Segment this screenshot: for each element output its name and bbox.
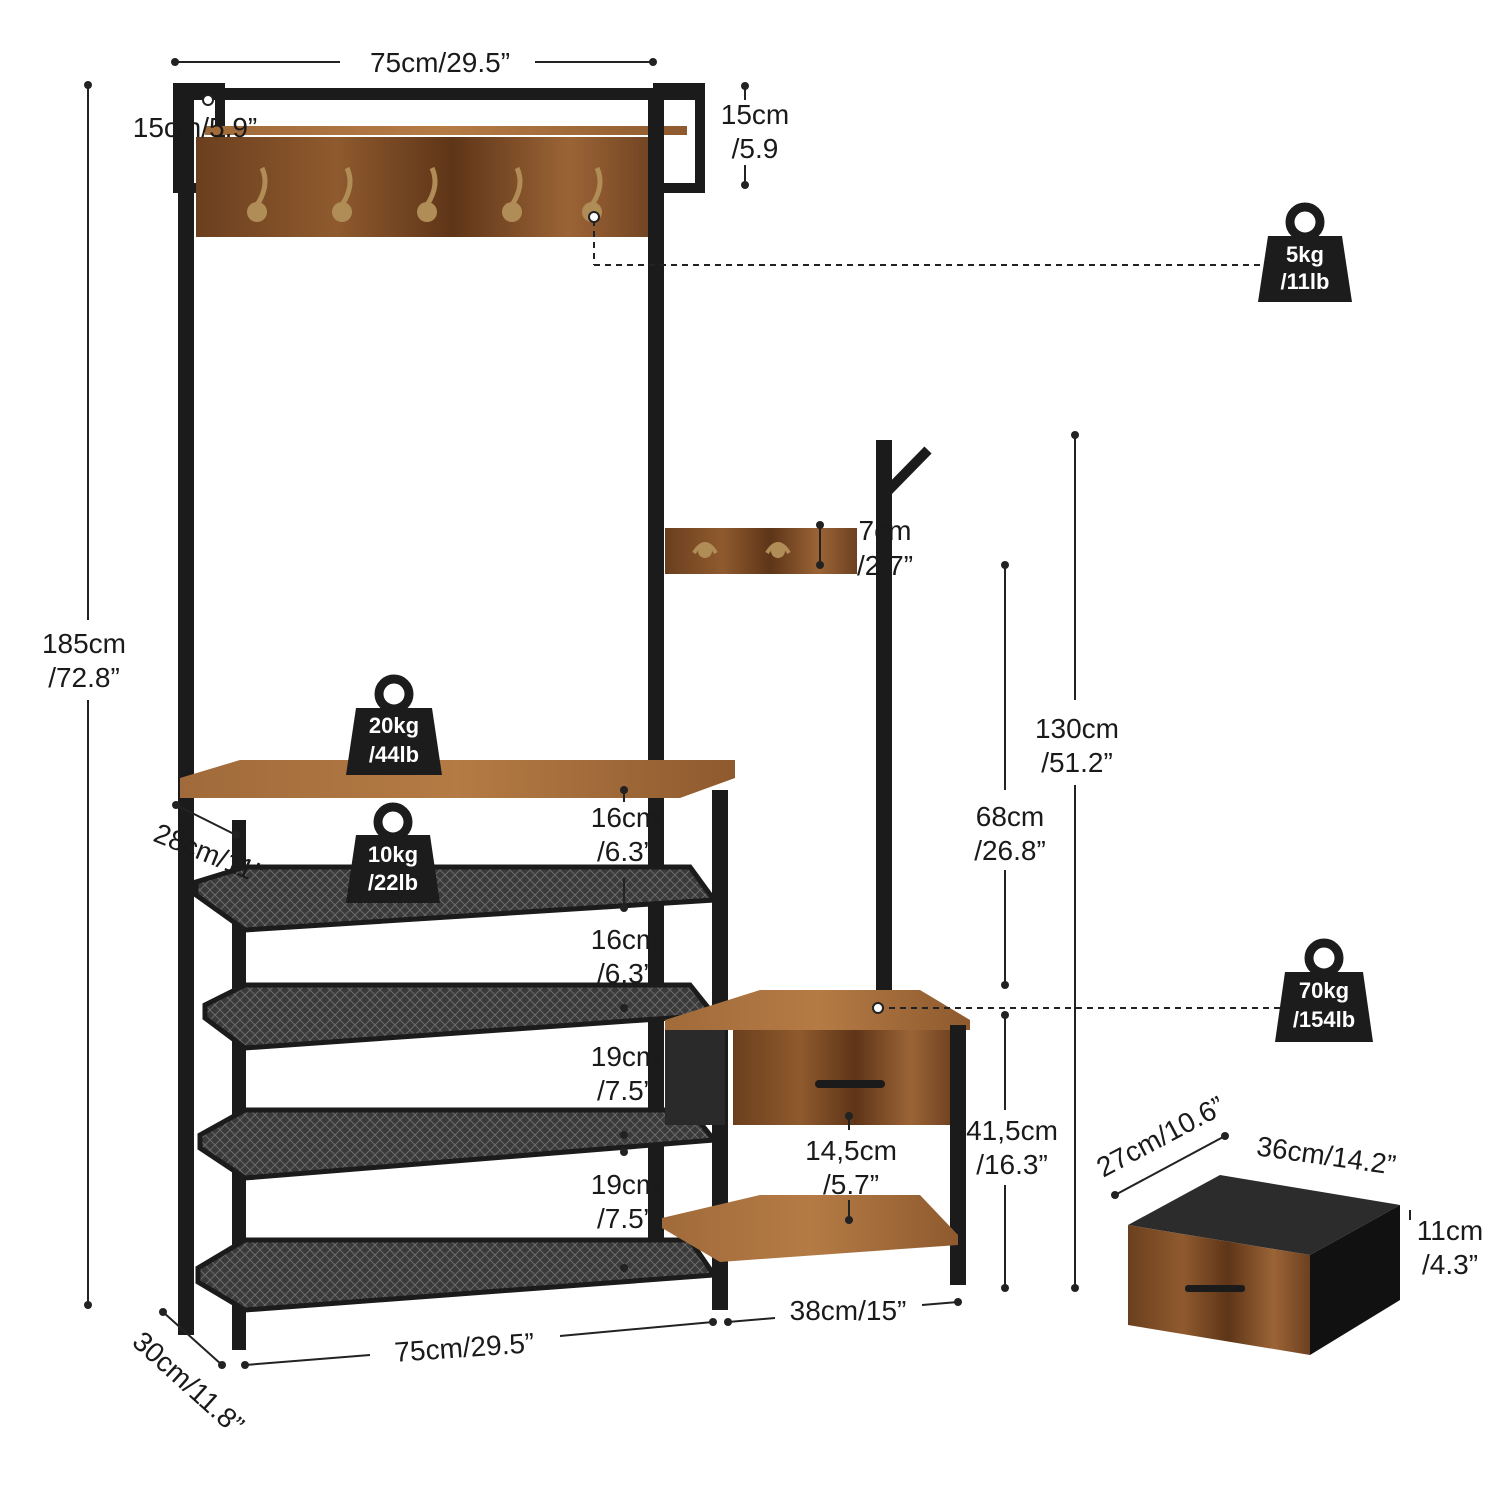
kettlebell-weight-icon: 20kg /44lb	[346, 674, 442, 775]
tree-upper-label-in: /26.8”	[974, 835, 1046, 866]
drawer-width-label: 36cm/14.2”	[1255, 1130, 1398, 1180]
shelf-gap-2-label: 16cm	[591, 924, 659, 955]
top-hooks-weight: 5kg	[1286, 242, 1324, 267]
drawer-height-label-in: /4.3”	[1422, 1249, 1478, 1280]
kettlebell-weight-icon: 70kg /154lb	[1275, 938, 1373, 1042]
top-shelf-board	[205, 126, 687, 135]
kettlebell-weight-icon: 5kg /11lb	[1258, 202, 1352, 302]
bench-weight: 70kg	[1299, 978, 1349, 1003]
bench-height-label-in: /16.3”	[976, 1149, 1048, 1180]
tree-height-label-in: /51.2”	[1041, 747, 1113, 778]
tree-pole	[876, 440, 892, 990]
top-shelf-height-label: 15cm	[721, 99, 789, 130]
shelf-gap-4-label: 19cm	[591, 1169, 659, 1200]
drawer-height-label: 11cm	[1417, 1215, 1483, 1246]
dimension-endpoints	[84, 58, 1229, 1369]
shelf-gap-4-label-in: /7.5”	[597, 1203, 653, 1234]
shelf-weight: 10kg	[368, 842, 418, 867]
coat-hook-icon	[765, 542, 791, 558]
bottom-width-label: 75cm/29.5”	[393, 1327, 535, 1368]
shelf-gap-3-label-in: /7.5”	[597, 1075, 653, 1106]
dimension-lines	[87, 61, 1411, 1366]
top-right-bracket	[653, 83, 705, 193]
main-coat-rack	[173, 83, 735, 1350]
bench-width-label: 38cm/15”	[790, 1295, 907, 1326]
side-tree-bench	[662, 440, 970, 1285]
total-height-label-in: /72.8”	[48, 662, 120, 693]
hook-bar-label: 7cm	[859, 515, 912, 546]
shelf-weight-lb: /22lb	[368, 870, 418, 895]
kettlebell-weight-icon: 10kg /22lb	[346, 802, 440, 903]
top-hooks-weight-lb: /11lb	[1281, 269, 1330, 294]
shelf-gap-2-label-in: /6.3”	[597, 958, 653, 989]
top-surface-weight-lb: /44lb	[369, 742, 419, 767]
coat-hook-icon	[692, 542, 718, 558]
total-height-label: 185cm	[42, 628, 126, 659]
bottom-depth-label: 30cm/11.8”	[127, 1325, 250, 1440]
drawer-gap-label: 14,5cm	[805, 1135, 897, 1166]
loose-drawer	[1128, 1175, 1400, 1355]
drawer-inside	[1128, 1175, 1400, 1255]
top-depth-label: 15cm/5.9”	[133, 112, 258, 143]
mesh-shelf-4	[195, 1237, 719, 1313]
top-surface-weight: 20kg	[369, 713, 419, 738]
shelf-gap-3-label: 19cm	[591, 1041, 659, 1072]
drawer-side	[1310, 1205, 1400, 1355]
right-front-post	[648, 100, 664, 1265]
hook-bar-label-in: /2.7”	[857, 550, 913, 581]
shelf-gap-1-label-in: /6.3”	[597, 836, 653, 867]
top-width-label: 75cm/29.5”	[370, 47, 510, 78]
tree-upper-label: 68cm	[976, 801, 1044, 832]
tree-height-label: 130cm	[1035, 713, 1119, 744]
bench-side-panel	[665, 1030, 725, 1125]
top-hooks	[247, 166, 603, 222]
coat-hook-icon	[417, 166, 438, 222]
coat-hook-icon	[502, 166, 523, 222]
drawer-gap-label-in: /5.7”	[823, 1169, 879, 1200]
drawer-handle	[815, 1080, 885, 1088]
bench-height-label: 41,5cm	[966, 1115, 1058, 1146]
mesh-shelf-1	[193, 864, 719, 933]
top-shelf-height-label-in: /5.9	[732, 133, 779, 164]
bench-weight-lb: /154lb	[1293, 1007, 1355, 1032]
drawer-depth-label: 27cm/10.6”	[1091, 1090, 1229, 1183]
bench-right-post	[950, 1025, 966, 1285]
left-front-post	[178, 100, 194, 1335]
top-rail	[178, 88, 700, 100]
shelf-gap-1-label: 16cm	[591, 802, 659, 833]
coat-hook-icon	[332, 166, 353, 222]
left-rear-post	[232, 820, 246, 1350]
bench-bottom-shelf	[662, 1195, 958, 1262]
bench-drawer	[733, 1030, 955, 1125]
tree-top-hook	[880, 446, 932, 499]
mesh-shelves	[193, 864, 719, 1313]
weight-badges: 5kg /11lb 20kg /44lb 10kg /22lb 70kg /15…	[346, 202, 1373, 1042]
mesh-shelf-2	[202, 982, 719, 1051]
mesh-shelf-3	[197, 1107, 719, 1181]
coat-hook-icon	[247, 166, 268, 222]
bench-top	[665, 990, 970, 1030]
top-surface	[180, 760, 735, 798]
drawer-handle	[1185, 1285, 1245, 1292]
